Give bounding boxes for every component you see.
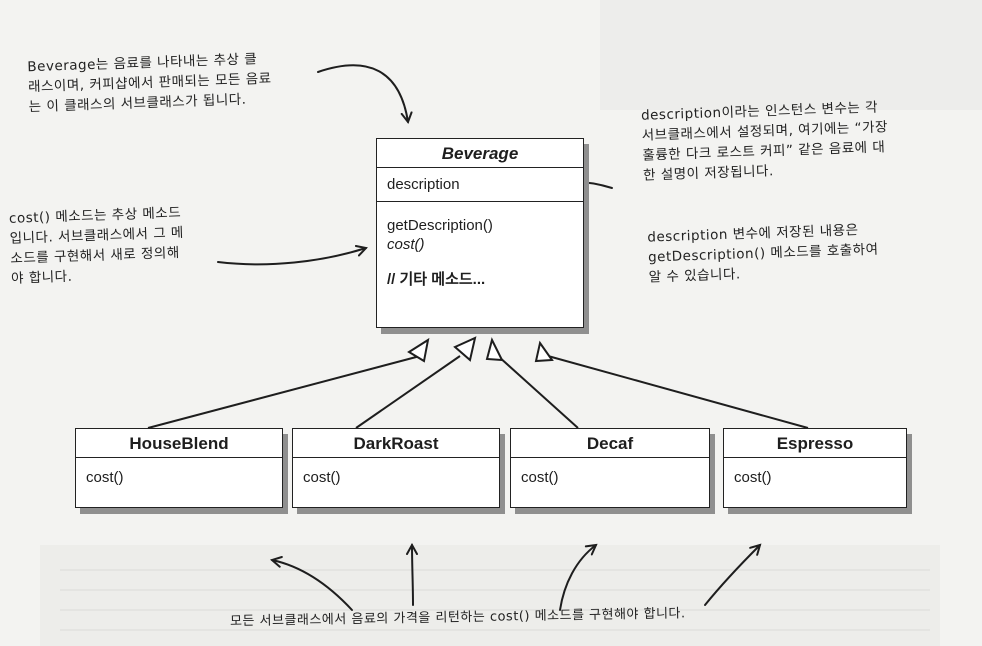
inheritance-line-houseblend [147, 355, 421, 429]
note-arrow-decaf [559, 545, 596, 611]
class-name: Espresso [724, 429, 906, 458]
beverage-class: Beverage description getDescription() co… [376, 138, 584, 328]
note-arrow-espresso [704, 545, 760, 606]
darkroast-class: DarkRoast cost() [292, 428, 500, 508]
methods-section: getDescription() cost() // 기타 메소드... [377, 202, 583, 293]
inheritance-lines [147, 355, 809, 429]
triangle-arrowhead [407, 337, 430, 363]
note-arrow-houseblend [272, 560, 353, 611]
class-name: HouseBlend [76, 429, 282, 458]
espresso-class: Espresso cost() [723, 428, 907, 508]
decaf-class: Decaf cost() [510, 428, 710, 508]
note-arrow-beverage [317, 64, 408, 122]
houseblend-class: HouseBlend cost() [75, 428, 283, 508]
triangle-arrowhead [534, 340, 554, 363]
description-attribute: description [387, 176, 460, 193]
cost-method: cost() [86, 469, 124, 486]
other-methods: // 기타 메소드... [387, 271, 486, 288]
attributes-section: description [377, 168, 583, 202]
cost-method: cost() [387, 236, 425, 253]
inheritance-arrowheads [407, 336, 554, 363]
inheritance-line-espresso [547, 355, 809, 429]
cost-method: cost() [303, 469, 341, 486]
triangle-arrowhead [453, 336, 477, 362]
cost-method: cost() [521, 469, 559, 486]
note-cost-abstract: cost() 메소드는 추상 메소드 입니다. 서브클래스에서 그 메 소드를 … [9, 201, 232, 289]
note-beverage: Beverage는 음료를 나타내는 추상 클 래스이며, 커피샵에서 판매되는… [27, 47, 329, 117]
class-name: Decaf [511, 429, 709, 458]
cost-method: cost() [734, 469, 772, 486]
note-get-description: description 변수에 저장된 내용은 getDescription()… [647, 216, 969, 287]
inheritance-line-decaf [497, 355, 579, 429]
class-name: Beverage [377, 139, 583, 168]
note-description-variable: description이라는 인스턴스 변수는 각 서브클래스에서 설정되며, … [641, 94, 974, 185]
note-arrow-cost [217, 248, 366, 266]
triangle-arrowhead [485, 337, 504, 362]
inheritance-line-darkroast [355, 355, 461, 429]
class-name: DarkRoast [293, 429, 499, 458]
get-description-method: getDescription() [387, 217, 493, 234]
note-arrow-darkroast [412, 545, 413, 606]
